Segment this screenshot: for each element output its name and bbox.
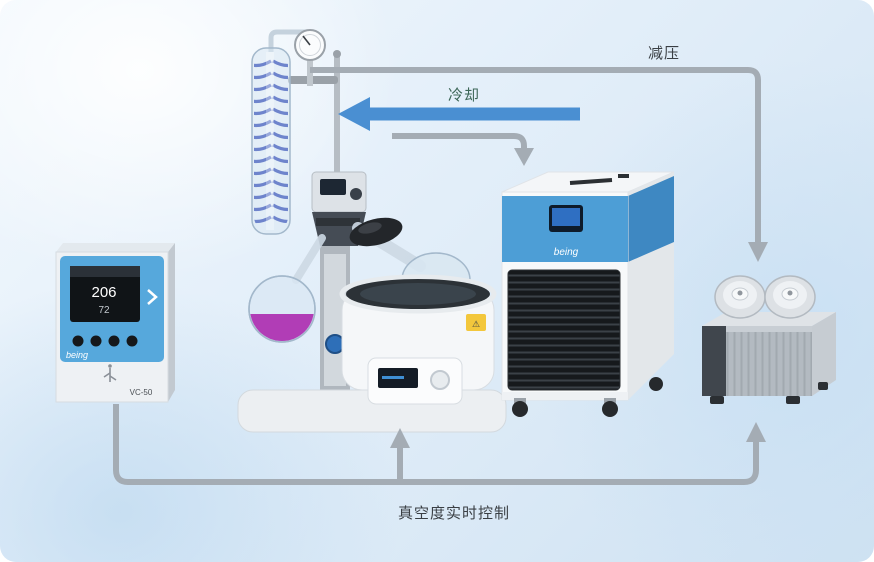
chiller-lid-handle	[569, 178, 613, 185]
pump-motor-housing	[702, 326, 726, 396]
rotation-handle-highlight	[358, 222, 382, 234]
cooling-label: 冷却	[448, 87, 481, 104]
decompression-arrow	[310, 67, 768, 262]
pump-side-face	[812, 312, 836, 396]
usb-icon	[103, 364, 117, 382]
warning-icon: ⚠	[472, 319, 480, 329]
motor-band	[316, 218, 360, 226]
condenser-coil	[254, 56, 288, 226]
controller-model-label: VC-50	[130, 388, 153, 397]
chiller-display-screen	[552, 208, 580, 226]
rotation-handle	[349, 217, 403, 247]
chiller-side-band	[628, 176, 674, 262]
vacuum-control-line	[113, 404, 766, 485]
condenser-top-tube	[268, 29, 308, 52]
chiller-bottom-strip	[502, 392, 628, 400]
chiller-lid-fitting	[618, 174, 629, 178]
pump-body-top-edge	[702, 326, 812, 332]
chevron-right-icon	[147, 289, 158, 305]
lift-rail	[324, 254, 346, 386]
pump-feet	[710, 382, 828, 404]
condenser-inner-tube	[266, 52, 274, 230]
controller-side-face	[168, 243, 175, 402]
chiller: being	[501, 171, 675, 417]
controller-display-header	[70, 266, 140, 277]
gauge-dial	[299, 34, 321, 56]
drive-display	[320, 179, 346, 195]
bath-liquid	[360, 283, 476, 305]
caster-wheels	[512, 377, 663, 417]
receiving-flask-outline	[248, 275, 316, 343]
vacuum-control-label: 真空度实时控制	[398, 505, 511, 522]
support-rod-cap	[333, 50, 341, 58]
cooling-return-arrow	[392, 133, 534, 166]
bath-rim	[339, 274, 497, 314]
cooling-arrow	[338, 97, 580, 131]
controller-display-main-value: 206	[91, 284, 116, 301]
rotary-evaporator: ⚠	[237, 29, 507, 433]
controller-top-face	[56, 243, 175, 252]
vent-grille	[507, 269, 621, 391]
controller-brand-label: being	[66, 350, 88, 360]
support-rod	[334, 56, 340, 256]
gauge-needle	[302, 35, 311, 46]
decompression-label: 减压	[648, 45, 681, 62]
bath-display-readout	[382, 376, 404, 379]
controller-display-sub-value: 72	[98, 305, 110, 316]
pump-canister	[714, 275, 766, 319]
vacuum-controller: 206 72 being VC-50	[55, 243, 175, 403]
drive-knob	[350, 188, 362, 200]
controller-buttons	[72, 335, 138, 347]
receiving-flask-neck	[292, 234, 326, 284]
vacuum-pump	[702, 275, 836, 404]
pump-canister	[764, 275, 816, 319]
controller-display	[70, 266, 140, 322]
warning-sticker	[466, 314, 486, 331]
chiller-brand-label: being	[554, 247, 579, 258]
bath-knob	[430, 370, 450, 390]
